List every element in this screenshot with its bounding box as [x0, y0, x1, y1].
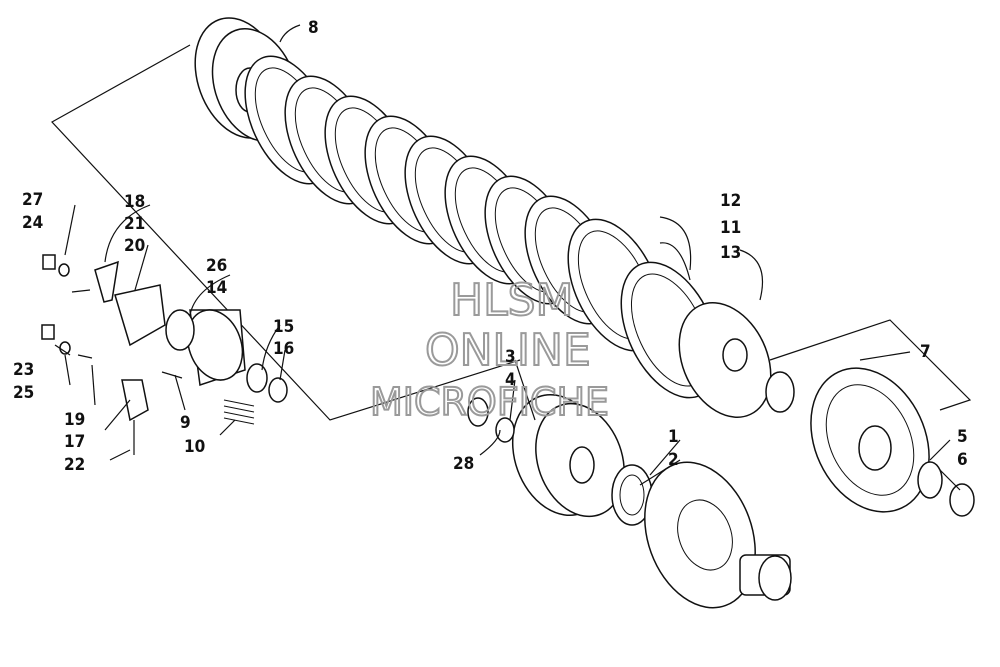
- assembly-frame: [51, 44, 972, 421]
- lever-and-fasteners: [41, 254, 255, 455]
- callout-1: 1: [668, 427, 679, 447]
- callout-4: 4: [505, 370, 516, 390]
- watermark: HLSM ONLINE MICROFICHE: [369, 274, 610, 425]
- callout-11: 11: [720, 218, 741, 238]
- callout-12: 12: [720, 191, 741, 211]
- callout-7: 7: [920, 342, 931, 362]
- leader-lines: [54, 24, 961, 491]
- callout-8: 8: [308, 18, 319, 38]
- clutch-plates-stack: [244, 55, 720, 399]
- watermark-line3: MICROFICHE: [370, 380, 609, 424]
- washers-right: [917, 461, 975, 517]
- callout-9: 9: [180, 413, 191, 433]
- callout-6: 6: [957, 450, 968, 470]
- pressure-plate-part: [678, 302, 772, 418]
- callout-20: 20: [124, 236, 145, 256]
- callout-14: 14: [206, 278, 227, 298]
- small-washers-center: [467, 397, 515, 443]
- callout-labels: 8 12 11 13 7 5 6 1 2 3 4 28 27 24 18 21 …: [13, 18, 968, 475]
- callout-24: 24: [22, 213, 43, 233]
- release-bearing-assembly: [114, 284, 288, 403]
- callout-2: 2: [668, 450, 679, 470]
- callout-3: 3: [505, 347, 516, 367]
- watermark-line2: ONLINE: [425, 325, 591, 376]
- clutch-drum-part: [611, 461, 792, 609]
- callout-21: 21: [124, 214, 145, 234]
- callout-22: 22: [64, 455, 85, 475]
- clutch-housing-part: [765, 367, 930, 513]
- callout-23: 23: [13, 360, 34, 380]
- centrifugal-clutch-part: [511, 393, 625, 518]
- callout-25: 25: [13, 383, 34, 403]
- callout-26: 26: [206, 256, 227, 276]
- callout-13: 13: [720, 243, 741, 263]
- callout-19: 19: [64, 410, 85, 430]
- watermark-line1: HLSM: [450, 275, 574, 326]
- callout-16: 16: [273, 339, 294, 359]
- callout-27: 27: [22, 190, 43, 210]
- callout-10: 10: [184, 437, 205, 457]
- callout-15: 15: [273, 317, 294, 337]
- callout-28: 28: [453, 454, 474, 474]
- callout-5: 5: [957, 427, 968, 447]
- callout-18: 18: [124, 192, 145, 212]
- callout-17: 17: [64, 432, 85, 452]
